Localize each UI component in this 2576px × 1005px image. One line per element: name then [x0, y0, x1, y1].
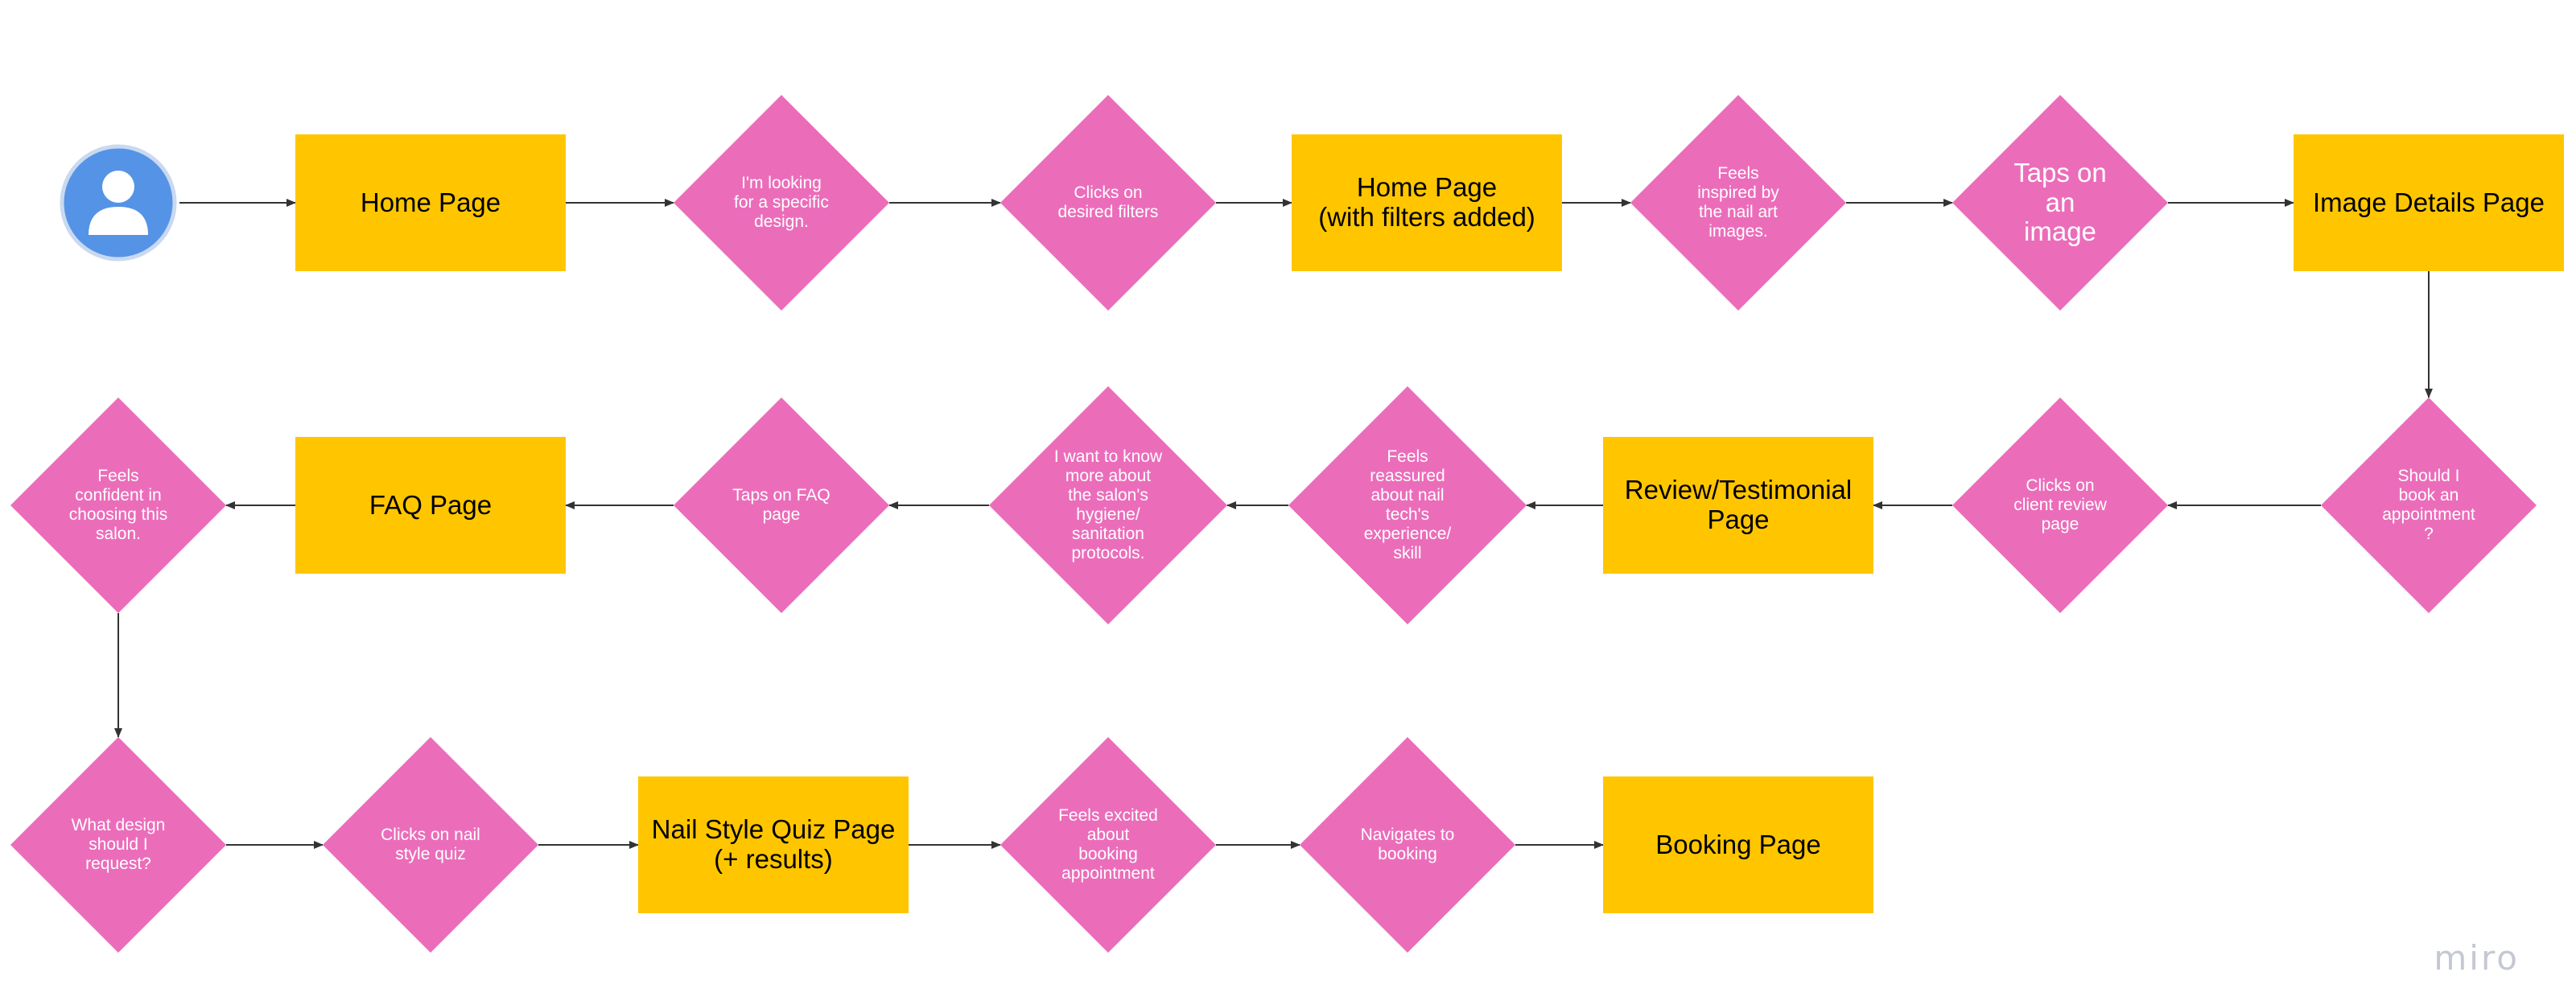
page-node-image-details-page: Image Details Page	[2294, 134, 2564, 271]
page-node-faq-page: FAQ Page	[295, 437, 566, 574]
page-node-nail-style-quiz-page-results: Nail Style Quiz Page (+ results)	[638, 776, 909, 913]
decision-node-feels-reassured-about-nail-tech-s-experi	[1288, 386, 1527, 624]
page-node-booking-page: Booking Page	[1603, 776, 1873, 913]
user-avatar-icon	[60, 144, 177, 262]
decision-node-feels-inspired-by-the-nail-art-images	[1630, 95, 1846, 311]
page-node-review-testimonial-page: Review/Testimonial Page	[1603, 437, 1873, 574]
decision-node-taps-on-faq-page	[674, 397, 889, 613]
decision-node-should-i-book-an-appointment	[2321, 397, 2537, 613]
decision-node-taps-on-an-image	[1952, 95, 2168, 311]
decision-node-navigates-to-booking	[1300, 737, 1515, 953]
decision-node-i-want-to-know-more-about-the-salon-s-hy	[989, 386, 1227, 624]
decision-node-clicks-on-client-review-page	[1952, 397, 2168, 613]
decision-node-clicks-on-nail-style-quiz	[323, 737, 538, 953]
decision-node-what-design-should-i-request	[10, 737, 226, 953]
page-node-home-page-with-filters-added: Home Page (with filters added)	[1292, 134, 1562, 271]
page-node-home-page: Home Page	[295, 134, 566, 271]
decision-node-clicks-on-desired-filters	[1000, 95, 1216, 311]
decision-node-feels-confident-in-choosing-this-salon	[10, 397, 226, 613]
miro-watermark: miro	[2434, 938, 2520, 978]
decision-node-i-m-looking-for-a-specific-design	[674, 95, 889, 311]
decision-node-feels-excited-about-booking-appointment	[1000, 737, 1216, 953]
